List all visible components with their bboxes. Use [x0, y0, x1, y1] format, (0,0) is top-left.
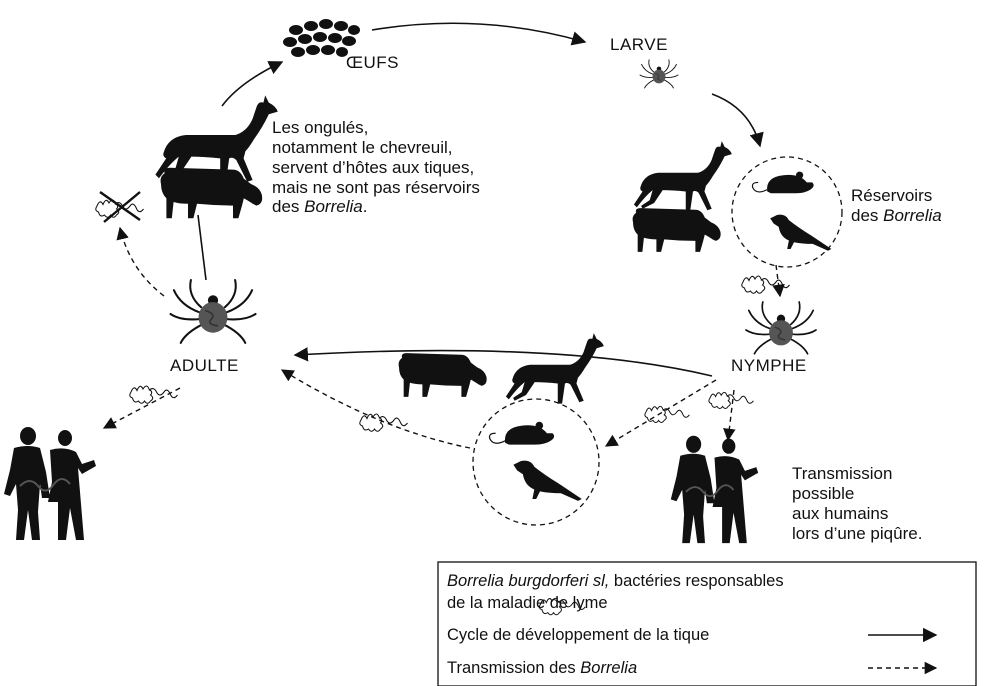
human-couple-icon	[4, 427, 96, 540]
transmission-note-line4: lors d’une piqûre.	[792, 524, 922, 543]
cow-icon	[633, 208, 721, 252]
legend-bacteria-line1: Borrelia burgdorferi sl, bactéries respo…	[447, 572, 784, 590]
reservoir-circle-right	[732, 157, 842, 267]
transmission-arrow-adult-to-ungulates	[120, 228, 164, 296]
ungulates-note-line5: des Borrelia.	[272, 197, 367, 216]
legend-transmission-label: Transmission des Borrelia	[447, 659, 637, 677]
transmission-arrow-adult-to-humans	[104, 388, 180, 428]
mouse-icon	[752, 172, 813, 194]
stage-label-nymph: NYMPHE	[731, 356, 807, 375]
ungulates-note-line1: Les ongulés,	[272, 118, 368, 137]
transmission-note-line1: Transmission	[792, 464, 892, 483]
cycle-arrow-nymph-to-adult	[295, 351, 712, 376]
bird-icon	[770, 215, 831, 251]
legend: Borrelia burgdorferi sl, bactéries respo…	[438, 562, 976, 686]
cycle-arrow-adult-to-hosts	[198, 215, 206, 280]
cycle-arrow-hosts-to-eggs	[222, 62, 282, 106]
transmission-note-line2: possible	[792, 484, 854, 503]
adult-tick-icon	[171, 280, 256, 343]
borrelia-icon	[709, 392, 754, 408]
stage-label-adult: ADULTE	[170, 356, 239, 375]
transmission-note-line3: aux humains	[792, 504, 888, 523]
borrelia-icon	[742, 276, 790, 293]
stage-label-larva: LARVE	[610, 35, 668, 54]
mouse-icon	[490, 422, 555, 445]
transmission-arrow-nymph-to-reservoir	[606, 380, 716, 446]
cycle-arrow-larva-to-nymph-hosts	[712, 94, 760, 146]
crossed-borrelia-icon	[96, 192, 144, 222]
stage-label-eggs: ŒUFS	[346, 53, 399, 72]
reservoir-circle-bottom	[473, 399, 599, 525]
nymph-tick-icon	[746, 302, 816, 354]
legend-cycle-label: Cycle de développement de la tique	[447, 626, 709, 644]
human-couple-icon	[671, 436, 758, 543]
ungulates-note-line2: notamment le chevreuil,	[272, 138, 452, 157]
cow-icon	[399, 353, 487, 397]
egg-cluster-icon	[283, 19, 360, 57]
reservoirs-label-line2: des Borrelia	[851, 206, 942, 225]
cycle-arrow-eggs-to-larva	[372, 23, 585, 42]
deer-icon	[506, 333, 604, 404]
larva-tick-icon	[640, 60, 678, 88]
ungulates-note-line4: mais ne sont pas réservoirs	[272, 178, 480, 197]
ungulates-note-line3: servent d’hôtes aux tiques,	[272, 158, 474, 177]
borrelia-icon	[645, 406, 690, 422]
bird-icon	[513, 461, 581, 501]
deer-icon	[634, 141, 732, 212]
reservoirs-label-line1: Réservoirs	[851, 186, 932, 205]
borrelia-icon	[130, 386, 178, 403]
